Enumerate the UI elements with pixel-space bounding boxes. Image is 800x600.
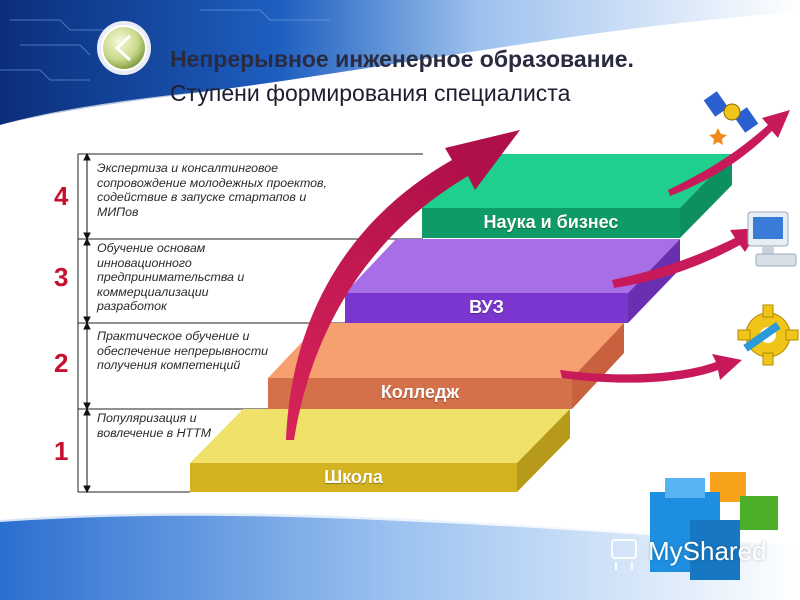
level-description-2: Практическое обучение и обеспечение непр… [97, 329, 269, 373]
level-number-3: 3 [54, 262, 69, 292]
level-description-3: Обучение основам инновационного предприн… [97, 241, 245, 314]
step-label-3: ВУЗ [469, 297, 504, 317]
growth-arrow [286, 130, 520, 440]
level-description-1: Популяризация и вовлечение в НТТМ [97, 411, 212, 440]
step-label-1: Школа [324, 467, 383, 487]
level-number-1: 1 [54, 436, 69, 466]
step-2 [268, 323, 624, 409]
level-number-4: 4 [54, 181, 69, 211]
watermark-text: MyShared [648, 536, 767, 566]
slide-subtitle: Ступени формирования специалиста [170, 80, 571, 106]
level-arrows [83, 152, 91, 494]
computer-icon [747, 211, 797, 267]
satellite-icon [703, 91, 759, 145]
step-label-4: Наука и бизнес [483, 212, 619, 232]
step-3 [345, 239, 680, 323]
puzzle-cubes-icon [650, 472, 778, 580]
step-label-2: Колледж [380, 382, 460, 402]
level-number-2: 2 [54, 348, 69, 378]
top-swoosh [0, 0, 800, 125]
back-arrow-icon [97, 21, 151, 75]
watermark-icon [611, 539, 637, 570]
step-1 [190, 409, 570, 492]
slide-title: Непрерывное инженерное образование. [170, 46, 634, 72]
step-4 [422, 154, 732, 238]
bottom-swoosh [0, 513, 800, 600]
level-description-4: Экспертиза и консалтинговое сопровождени… [97, 161, 327, 219]
side-arrows [560, 110, 790, 383]
gear-icon [737, 304, 799, 366]
